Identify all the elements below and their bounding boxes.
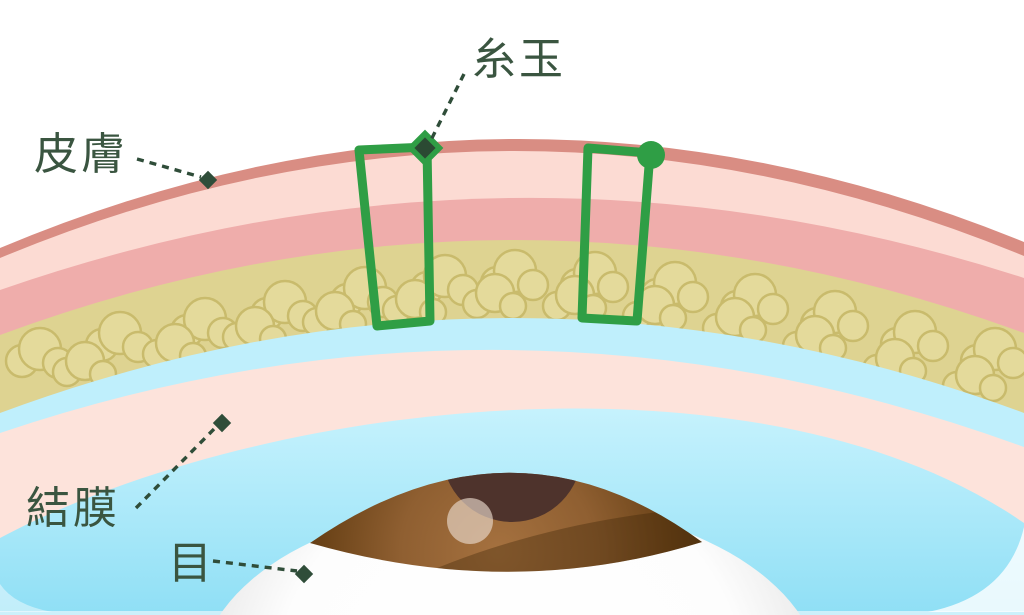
- suture-right: [577, 143, 655, 326]
- suture-knot-ball: [637, 141, 665, 169]
- eye-highlight: [447, 498, 493, 544]
- pointer-eye-diamond: [294, 564, 314, 584]
- label-thread-knot: 糸玉: [472, 35, 566, 84]
- eye-iris: [310, 472, 702, 572]
- leader-conjunctiva: [134, 425, 218, 510]
- corner-fade-left: [0, 584, 52, 612]
- leader-thread-knot: [427, 73, 466, 145]
- suture-left: [354, 142, 435, 331]
- pointer-conjunctiva-diamond: [212, 413, 232, 433]
- pointer-skin-diamond: [198, 170, 218, 190]
- leader-eye: [212, 559, 298, 573]
- corner-fade-right: [928, 527, 1024, 612]
- eye-pupil: [442, 472, 582, 522]
- label-conjunctiva: 結膜: [26, 484, 120, 533]
- label-skin: 皮膚: [34, 130, 128, 179]
- leader-skin: [136, 157, 202, 179]
- label-eye: 目: [168, 539, 215, 588]
- eye-iris-shade: [310, 506, 702, 572]
- suture-knot-diamond: [406, 129, 444, 167]
